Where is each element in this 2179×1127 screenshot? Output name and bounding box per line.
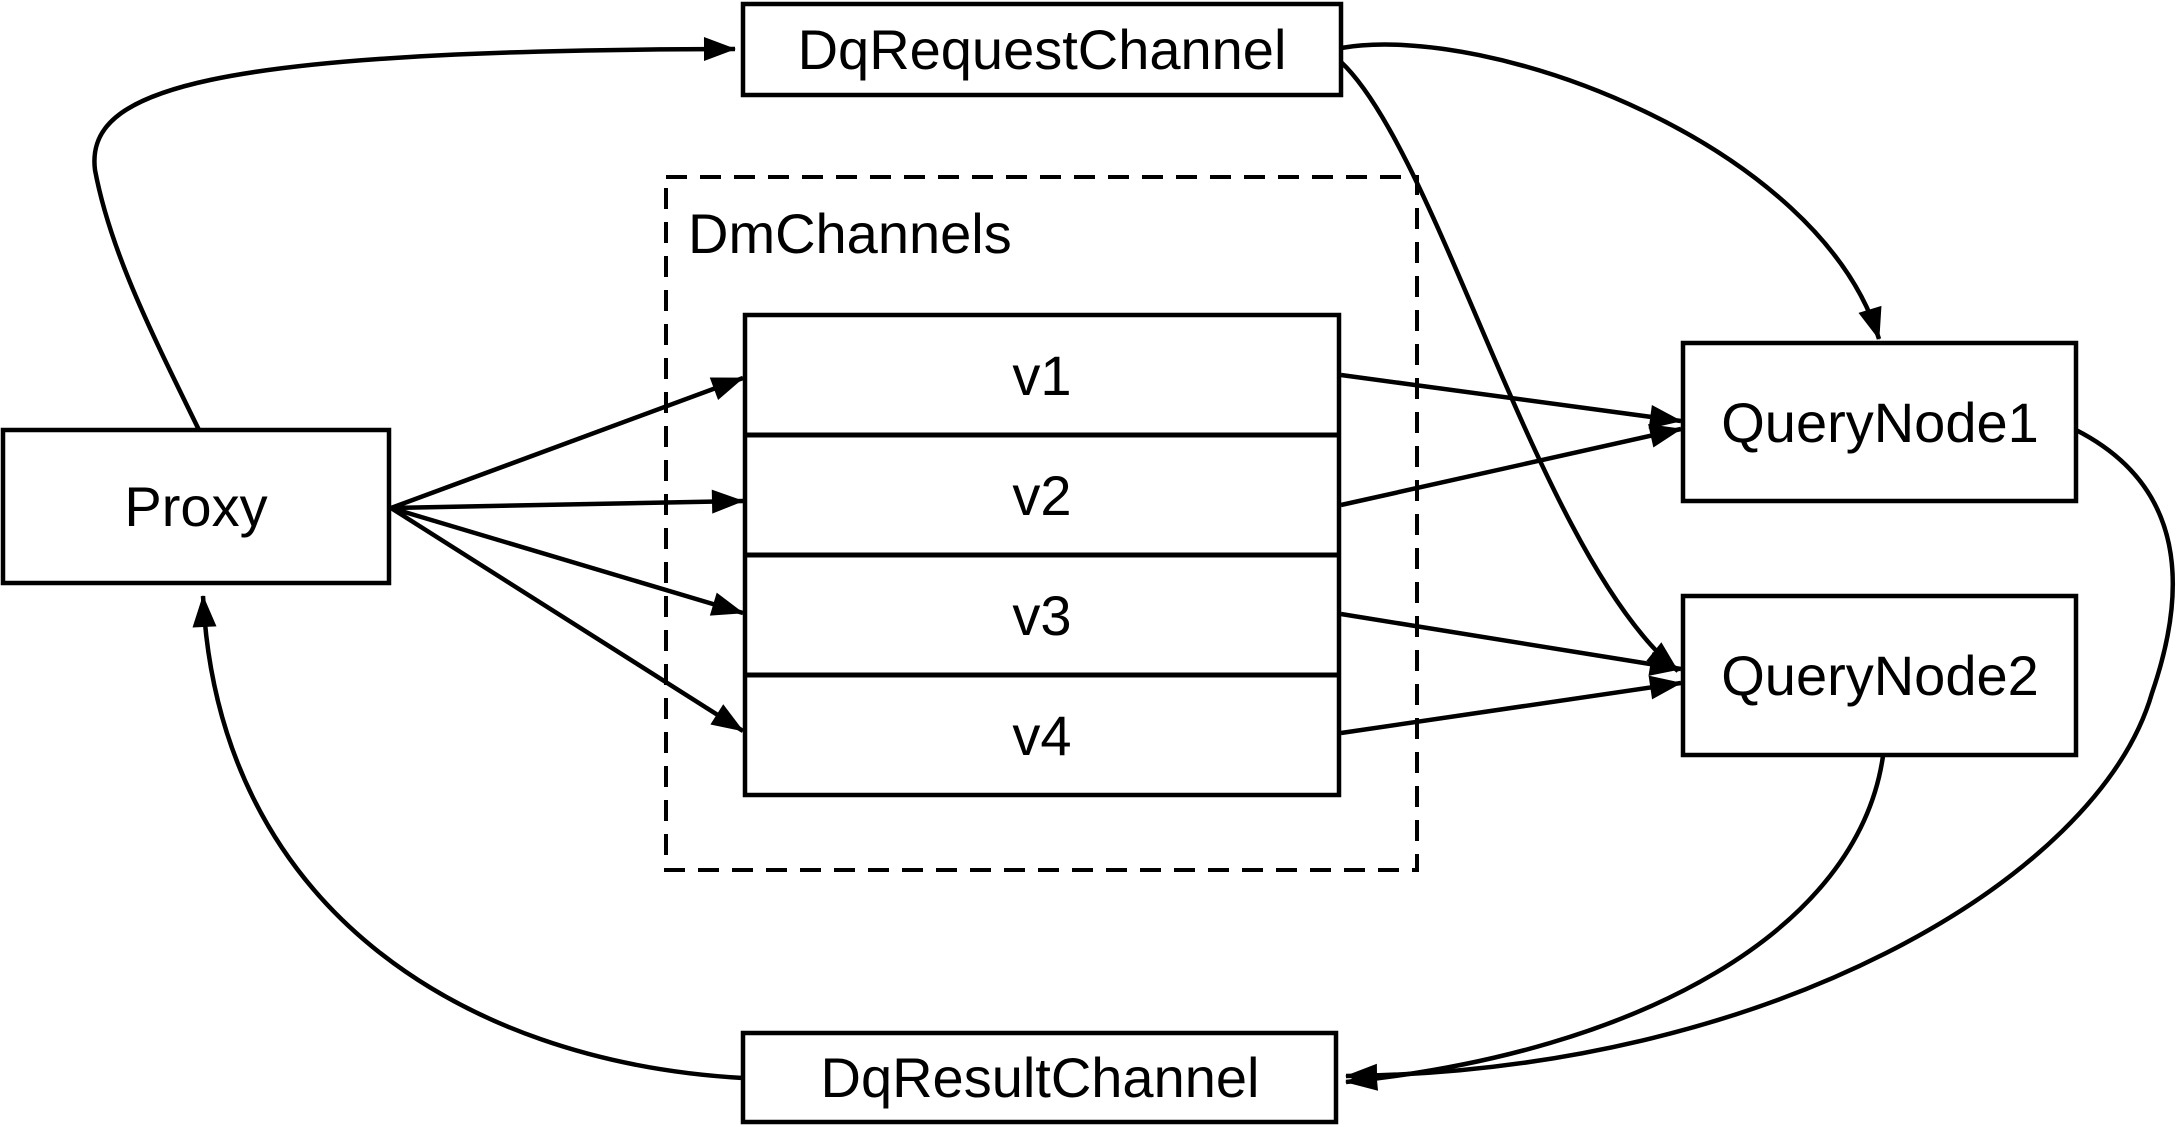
edge-v3-to-querynode2 — [1340, 611, 1682, 676]
edge-proxy-to-v1 — [390, 375, 744, 511]
channel-v1-label: v1 — [1012, 344, 1071, 407]
edge-dqresultchannel-to-proxy — [192, 595, 744, 1081]
dm-channels-group-label: DmChannels — [688, 202, 1012, 265]
channel-v2-label: v2 — [1012, 464, 1071, 527]
channel-v4-label: v4 — [1012, 704, 1071, 767]
edge-querynode2-to-dqresultchannel — [1345, 755, 1886, 1091]
edge-proxy-to-v4 — [389, 506, 745, 733]
query-node-1-label: QueryNode1 — [1721, 391, 2039, 454]
query-node-1 — [1680, 340, 2079, 504]
edge-dqrequestchannel-to-querynode1 — [1340, 42, 1882, 340]
dq-request-channel-node — [740, 1, 1344, 98]
edge-dqrequestchannel-to-querynode2 — [1339, 60, 1680, 673]
edge-proxy-to-v3 — [390, 505, 744, 616]
edge-v4-to-querynode2 — [1340, 675, 1682, 736]
edge-querynode1-to-dqresultchannel — [1345, 427, 2176, 1088]
proxy-label: Proxy — [124, 475, 267, 538]
edge-v2-to-querynode1 — [1340, 424, 1682, 508]
edge-proxy-to-v2 — [390, 489, 744, 514]
query-node-2-label: QueryNode2 — [1721, 644, 2039, 707]
channel-v3-label: v3 — [1012, 584, 1071, 647]
proxy-node — [0, 427, 392, 586]
dq-request-channel-label: DqRequestChannel — [798, 18, 1287, 81]
dm-channels-group-box — [664, 175, 1419, 872]
edge-proxy-to-dqrequestchannel — [92, 37, 736, 431]
dq-result-channel-label: DqResultChannel — [821, 1046, 1260, 1109]
query-node-2 — [1680, 593, 2079, 758]
dq-result-channel-node — [740, 1030, 1339, 1125]
